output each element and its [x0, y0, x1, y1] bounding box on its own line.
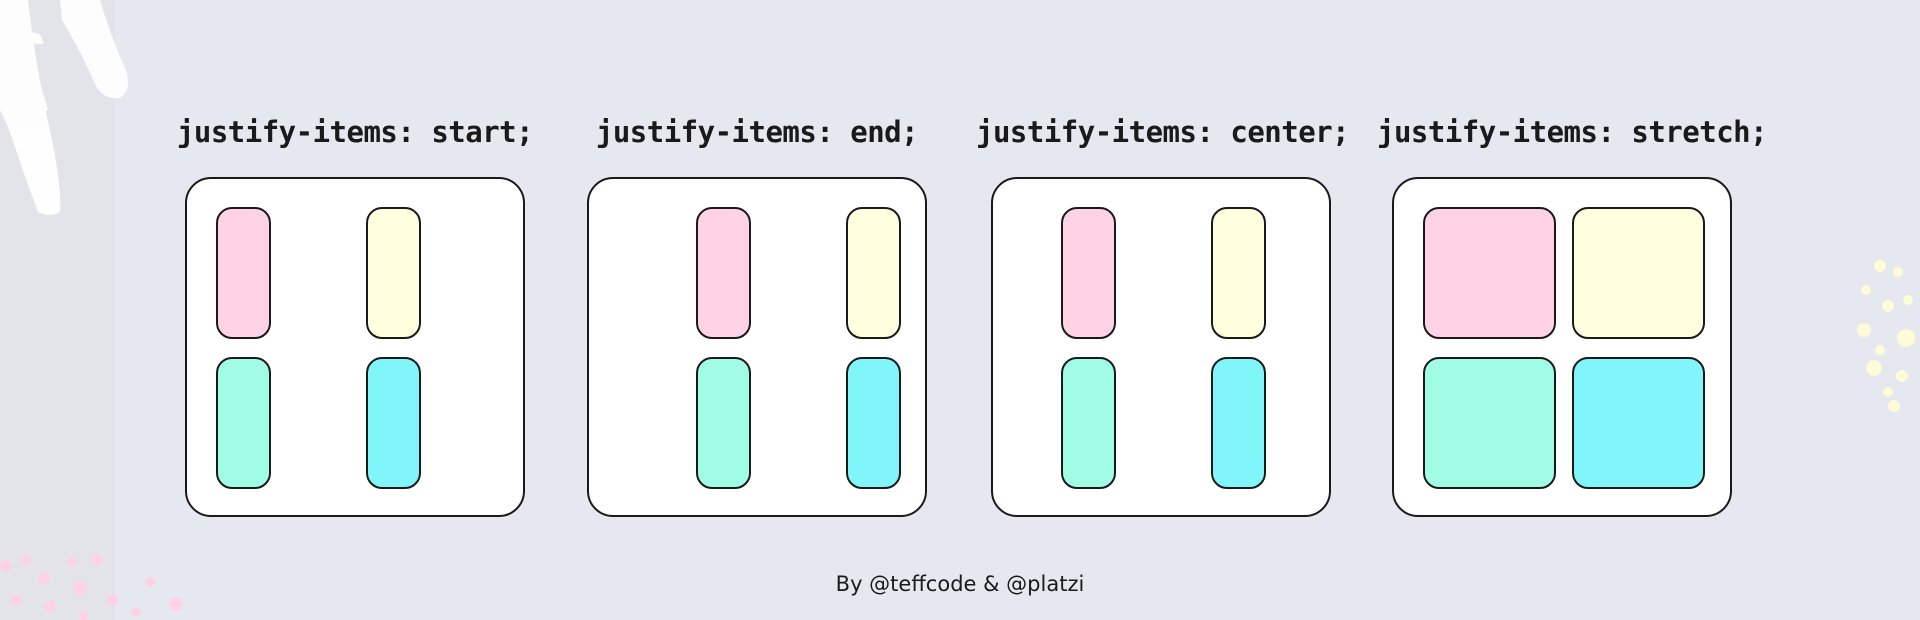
- panel-title: justify-items: start;: [176, 115, 534, 149]
- grid-item-4: [846, 357, 901, 489]
- pink-dots: [0, 554, 183, 620]
- grid-item-2: [366, 207, 421, 339]
- grid-item-1: [1061, 207, 1116, 339]
- grid-container: [1392, 177, 1732, 517]
- grid-item-3: [1423, 357, 1556, 489]
- grid-item-1: [1423, 207, 1556, 339]
- grid-item-4: [1211, 357, 1266, 489]
- grid-item-2: [1572, 207, 1705, 339]
- panel-title: justify-items: stretch;: [1377, 115, 1768, 149]
- grid-item-1: [216, 207, 271, 339]
- grid-item-2: [846, 207, 901, 339]
- grid-item-3: [696, 357, 751, 489]
- grid-container: [587, 177, 927, 517]
- grid-item-2: [1211, 207, 1266, 339]
- yellow-dots: [1857, 260, 1915, 412]
- grid-container: [991, 177, 1331, 517]
- grid-container: [185, 177, 525, 517]
- credit-text: By @teffcode & @platzi: [835, 572, 1085, 596]
- panel-title: justify-items: center;: [976, 115, 1350, 149]
- grid-item-3: [216, 357, 271, 489]
- grid-item-1: [696, 207, 751, 339]
- grid-item-4: [366, 357, 421, 489]
- grid-item-3: [1061, 357, 1116, 489]
- grid-item-4: [1572, 357, 1705, 489]
- panel-title: justify-items: end;: [595, 115, 919, 149]
- white-brush-strokes: [0, 0, 128, 215]
